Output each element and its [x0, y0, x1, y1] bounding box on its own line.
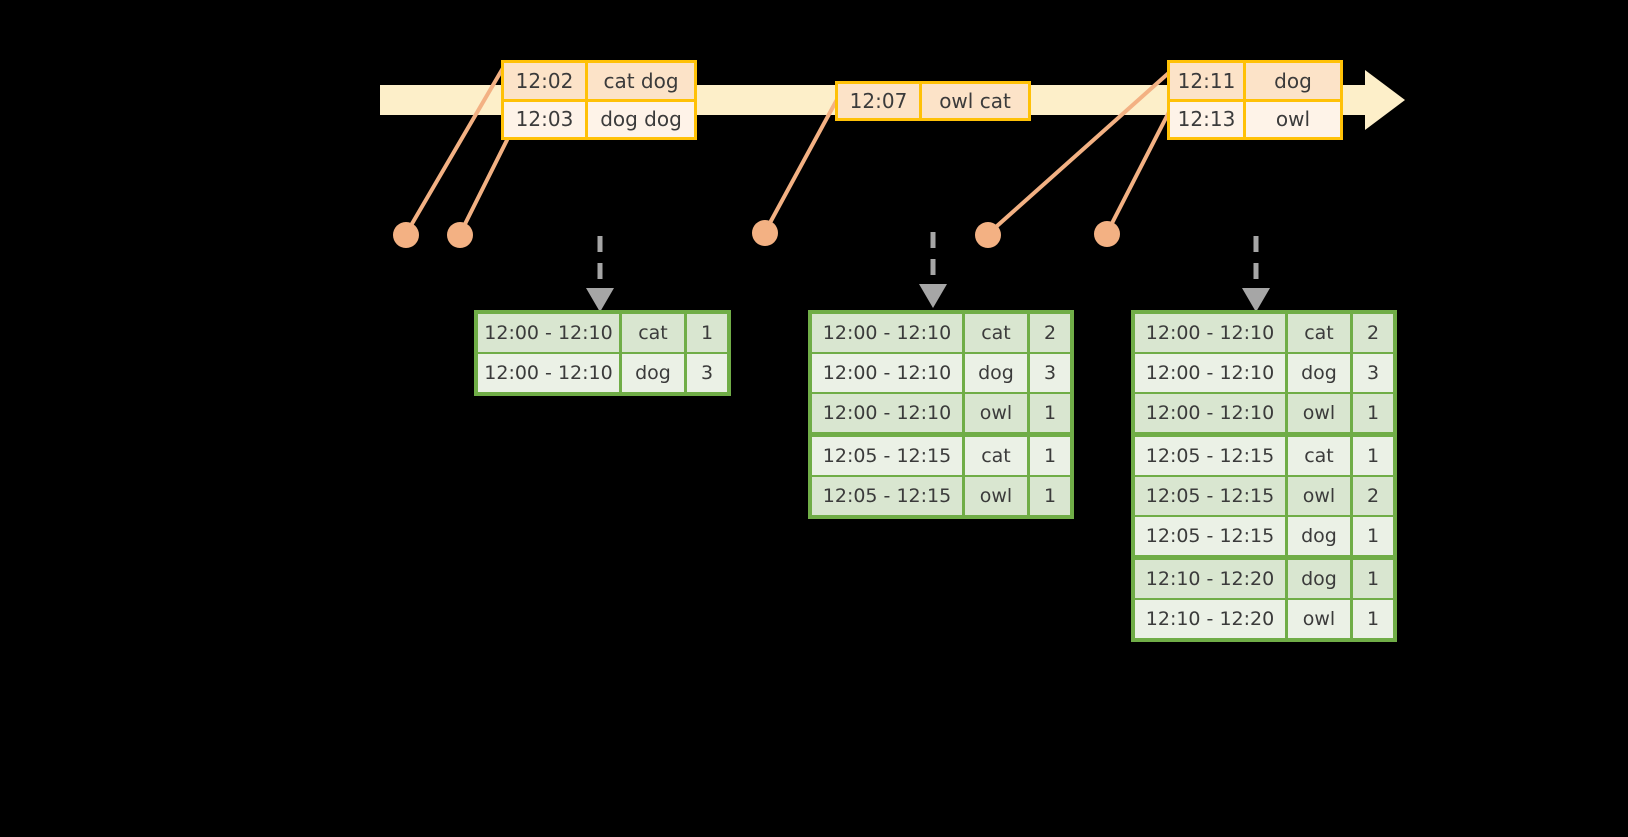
event-group-1[interactable]: 12:02 cat dog 12:03 dog dog [501, 60, 697, 140]
event-row[interactable]: 12:02 cat dog [504, 63, 694, 99]
event-value: dog dog [588, 101, 694, 137]
event-value: cat dog [588, 63, 694, 99]
cell-window: 12:00 - 12:10 [478, 314, 619, 352]
cell-count: 1 [1030, 437, 1070, 475]
table-row[interactable]: 12:05 - 12:15 cat 1 [1135, 437, 1393, 475]
event-time: 12:07 [838, 84, 922, 118]
cell-window: 12:00 - 12:10 [1135, 394, 1285, 432]
cell-key: dog [622, 354, 684, 392]
flow-arrow-head-3 [1242, 288, 1270, 312]
event-row[interactable]: 12:07 owl cat [838, 84, 1028, 118]
cell-key: cat [622, 314, 684, 352]
event-row[interactable]: 12:13 owl [1170, 98, 1340, 137]
table-row[interactable]: 12:05 - 12:15 dog 1 [1135, 517, 1393, 555]
cell-count: 3 [687, 354, 727, 392]
timeline-arrowhead [1365, 70, 1405, 130]
cell-count: 1 [1030, 477, 1070, 515]
event-row[interactable]: 12:11 dog [1170, 63, 1340, 99]
cell-key: cat [1288, 314, 1350, 352]
cell-count: 1 [1353, 600, 1393, 638]
cell-key: cat [1288, 437, 1350, 475]
cell-window: 12:05 - 12:15 [1135, 477, 1285, 515]
cell-key: cat [965, 314, 1027, 352]
connector-dot-4 [975, 222, 1001, 248]
event-group-2[interactable]: 12:07 owl cat [835, 81, 1031, 121]
event-value: dog [1246, 63, 1340, 99]
result-table-3[interactable]: 12:00 - 12:10 cat 2 12:00 - 12:10 dog 3 … [1131, 310, 1397, 642]
cell-key: owl [1288, 394, 1350, 432]
event-value: owl [1246, 101, 1340, 137]
cell-window: 12:00 - 12:10 [1135, 314, 1285, 352]
connector-line-5 [1105, 108, 1172, 235]
cell-window: 12:10 - 12:20 [1135, 560, 1285, 598]
cell-count: 2 [1353, 477, 1393, 515]
table-row[interactable]: 12:05 - 12:15 cat 1 [812, 437, 1070, 475]
connector-line-2 [458, 138, 509, 236]
cell-window: 12:00 - 12:10 [812, 354, 962, 392]
cell-count: 3 [1030, 354, 1070, 392]
table-row[interactable]: 12:00 - 12:10 cat 1 [478, 314, 727, 352]
cell-window: 12:05 - 12:15 [1135, 437, 1285, 475]
cell-count: 1 [1353, 437, 1393, 475]
cell-window: 12:00 - 12:10 [1135, 354, 1285, 392]
cell-count: 2 [1030, 314, 1070, 352]
cell-window: 12:00 - 12:10 [812, 394, 962, 432]
cell-key: dog [965, 354, 1027, 392]
cell-key: owl [1288, 600, 1350, 638]
cell-key: dog [1288, 517, 1350, 555]
cell-key: dog [1288, 354, 1350, 392]
event-group-3[interactable]: 12:11 dog 12:13 owl [1167, 60, 1343, 140]
table-row[interactable]: 12:00 - 12:10 dog 3 [478, 354, 727, 392]
cell-window: 12:05 - 12:15 [812, 437, 962, 475]
cell-key: owl [1288, 477, 1350, 515]
cell-window: 12:10 - 12:20 [1135, 600, 1285, 638]
event-time: 12:02 [504, 63, 588, 99]
cell-count: 1 [1353, 394, 1393, 432]
flow-arrow-head-1 [586, 288, 614, 312]
cell-key: dog [1288, 560, 1350, 598]
table-row[interactable]: 12:00 - 12:10 cat 2 [812, 314, 1070, 352]
cell-count: 3 [1353, 354, 1393, 392]
table-row[interactable]: 12:10 - 12:20 dog 1 [1135, 560, 1393, 598]
connector-dot-3 [752, 220, 778, 246]
cell-window: 12:00 - 12:10 [478, 354, 619, 392]
cell-key: cat [965, 437, 1027, 475]
table-row[interactable]: 12:05 - 12:15 owl 2 [1135, 477, 1393, 515]
table-row[interactable]: 12:00 - 12:10 owl 1 [1135, 394, 1393, 432]
table-row[interactable]: 12:00 - 12:10 cat 2 [1135, 314, 1393, 352]
table-row[interactable]: 12:00 - 12:10 dog 3 [1135, 354, 1393, 392]
cell-key: owl [965, 477, 1027, 515]
cell-count: 1 [687, 314, 727, 352]
connector-dot-2 [447, 222, 473, 248]
cell-count: 1 [1353, 560, 1393, 598]
flow-arrow-head-2 [919, 284, 947, 308]
table-row[interactable]: 12:00 - 12:10 owl 1 [812, 394, 1070, 432]
cell-window: 12:05 - 12:15 [1135, 517, 1285, 555]
table-row[interactable]: 12:10 - 12:20 owl 1 [1135, 600, 1393, 638]
event-time: 12:13 [1170, 101, 1246, 137]
result-table-1[interactable]: 12:00 - 12:10 cat 1 12:00 - 12:10 dog 3 [474, 310, 731, 396]
table-row[interactable]: 12:05 - 12:15 owl 1 [812, 477, 1070, 515]
cell-window: 12:00 - 12:10 [812, 314, 962, 352]
cell-count: 1 [1353, 517, 1393, 555]
cell-count: 1 [1030, 394, 1070, 432]
event-value: owl cat [922, 84, 1028, 118]
connector-dot-1 [393, 222, 419, 248]
event-time: 12:11 [1170, 63, 1246, 99]
cell-key: owl [965, 394, 1027, 432]
cell-count: 2 [1353, 314, 1393, 352]
event-row[interactable]: 12:03 dog dog [504, 98, 694, 137]
result-table-2[interactable]: 12:00 - 12:10 cat 2 12:00 - 12:10 dog 3 … [808, 310, 1074, 519]
event-time: 12:03 [504, 101, 588, 137]
connector-dot-5 [1094, 221, 1120, 247]
table-row[interactable]: 12:00 - 12:10 dog 3 [812, 354, 1070, 392]
cell-window: 12:05 - 12:15 [812, 477, 962, 515]
